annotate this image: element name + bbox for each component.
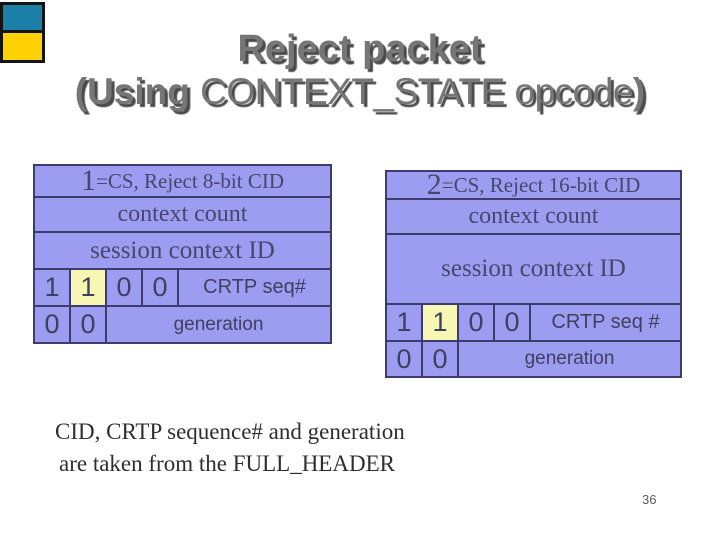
slide-title: Reject packet (Using CONTEXT_STATE opcod…: [0, 28, 720, 112]
generation-label: generation: [524, 348, 615, 369]
title-line2-suffix: ): [632, 70, 646, 112]
table-row-bits-generation: 0 0 generation: [387, 342, 680, 376]
generation-label: generation: [173, 313, 264, 335]
bit-cell: 0: [107, 270, 143, 305]
bit-cell: 1: [35, 270, 71, 305]
bit-cell: 0: [143, 270, 179, 305]
bit-cell: 0: [495, 305, 531, 340]
logo-yellow-square: [0, 33, 45, 63]
crtp-seq-label: CRTP seq #: [551, 311, 660, 333]
bit-cell-highlighted: 1: [71, 270, 107, 305]
page-number: 36: [642, 492, 657, 507]
table-row-bits-generation: 0 0 generation: [35, 307, 330, 342]
title-line2-opcode: CONTEXT_STATE opcode: [200, 70, 633, 112]
table-row-context-count: context count: [35, 198, 330, 233]
logo-teal-square: [0, 2, 45, 33]
title-line2-prefix: (Using: [74, 70, 201, 112]
bit-cell: 0: [35, 307, 71, 342]
crtp-seq-label: CRTP seq#: [203, 276, 306, 298]
table-row-bits-crtp-seq: 1 1 0 0 CRTP seq #: [387, 305, 680, 342]
opcode-description: =CS, Reject 16-bit CID: [441, 172, 641, 197]
reject-8bit-cid-table: 1=CS, Reject 8-bit CID context count ses…: [33, 164, 332, 344]
bit-cell: 0: [423, 342, 459, 376]
bit-cell: 0: [71, 307, 107, 342]
reject-16bit-cid-table: 2=CS, Reject 16-bit CID context count se…: [385, 170, 682, 378]
opcode-value: 2: [426, 168, 442, 201]
footer-line-1: CID, CRTP sequence# and generation: [55, 419, 405, 444]
opcode-description: =CS, Reject 8-bit CID: [96, 168, 284, 193]
footer-note: CID, CRTP sequence# and generation are t…: [55, 416, 405, 480]
footer-line-2: are taken from the FULL_HEADER: [59, 451, 395, 476]
table-row-header: 2=CS, Reject 16-bit CID: [387, 168, 680, 201]
bit-cell: 1: [387, 305, 423, 340]
bit-cell-highlighted: 1: [423, 305, 459, 340]
title-line-2: (Using CONTEXT_STATE opcode): [0, 70, 720, 112]
table-row-context-count: context count: [387, 200, 680, 235]
table-row-header: 1=CS, Reject 8-bit CID: [35, 166, 330, 198]
opcode-value: 1: [81, 164, 96, 197]
table-row-bits-crtp-seq: 1 1 0 0 CRTP seq#: [35, 270, 330, 307]
table-row-session-context-id: session context ID: [387, 235, 680, 305]
logo: [0, 2, 45, 63]
bit-cell: 0: [459, 305, 495, 340]
bit-cell: 0: [387, 342, 423, 376]
table-row-session-context-id: session context ID: [35, 233, 330, 270]
title-line-1: Reject packet: [237, 28, 483, 70]
